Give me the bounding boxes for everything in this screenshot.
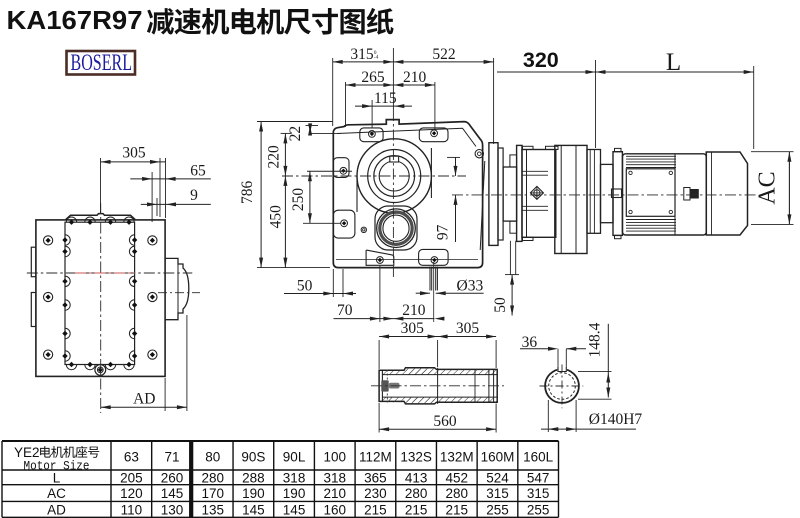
svg-text:115: 115 — [374, 90, 397, 107]
svg-text:Ø33: Ø33 — [457, 277, 484, 294]
svg-text:547: 547 — [527, 470, 550, 485]
svg-text:288: 288 — [242, 470, 265, 485]
svg-text:KA167R97: KA167R97 — [7, 7, 143, 35]
svg-text:AC: AC — [47, 486, 66, 501]
svg-text:305: 305 — [456, 320, 480, 337]
svg-text:148.4: 148.4 — [587, 322, 604, 357]
svg-text:160L: 160L — [523, 449, 554, 464]
svg-text:215: 215 — [446, 502, 469, 517]
svg-text:9: 9 — [190, 187, 198, 204]
svg-text:130: 130 — [161, 502, 184, 517]
svg-text:90S: 90S — [241, 449, 265, 464]
svg-text:260: 260 — [161, 470, 184, 485]
svg-text:190: 190 — [242, 486, 265, 501]
svg-text:70: 70 — [337, 302, 353, 319]
svg-text:145: 145 — [242, 502, 265, 517]
svg-text:522: 522 — [432, 46, 455, 63]
svg-text:145: 145 — [161, 486, 184, 501]
svg-text:786: 786 — [239, 181, 256, 205]
svg-text:280: 280 — [446, 486, 469, 501]
svg-text:315: 315 — [350, 46, 374, 63]
svg-text:305: 305 — [401, 320, 425, 337]
svg-text:265: 265 — [361, 69, 385, 86]
svg-text:L: L — [53, 470, 61, 485]
svg-text:315: 315 — [527, 486, 550, 501]
svg-text:318: 318 — [283, 470, 306, 485]
svg-text:AD: AD — [47, 502, 66, 517]
svg-text:Ø140H7: Ø140H7 — [589, 411, 643, 428]
svg-text:413: 413 — [405, 470, 428, 485]
svg-text:0: 0 — [374, 50, 377, 56]
svg-text:318: 318 — [323, 470, 346, 485]
svg-text:160: 160 — [323, 502, 346, 517]
svg-text:YE2: YE2 — [14, 445, 40, 460]
svg-text:365: 365 — [364, 470, 387, 485]
svg-text:36: 36 — [522, 334, 538, 351]
svg-text:Motor Size: Motor Size — [24, 459, 90, 473]
svg-text:80: 80 — [205, 449, 220, 464]
svg-text:L: L — [666, 49, 681, 76]
svg-text:210: 210 — [402, 302, 426, 319]
svg-text:90L: 90L — [283, 449, 306, 464]
svg-text:210: 210 — [323, 486, 346, 501]
svg-text:255: 255 — [486, 502, 509, 517]
svg-text:22: 22 — [287, 126, 304, 142]
svg-text:215: 215 — [405, 502, 428, 517]
svg-text:190: 190 — [283, 486, 306, 501]
svg-text:100: 100 — [323, 449, 346, 464]
svg-text:250: 250 — [290, 188, 307, 212]
svg-text:65: 65 — [190, 163, 206, 180]
svg-text:160M: 160M — [481, 449, 515, 464]
svg-text:280: 280 — [201, 470, 224, 485]
svg-text:97: 97 — [434, 224, 451, 240]
svg-text:112M: 112M — [359, 449, 392, 464]
svg-text:132M: 132M — [440, 449, 474, 464]
svg-text:135: 135 — [201, 502, 224, 517]
svg-text:320: 320 — [523, 48, 559, 72]
svg-text:230: 230 — [364, 486, 387, 501]
svg-text:-4: -4 — [374, 55, 379, 61]
svg-text:50: 50 — [297, 277, 313, 294]
svg-text:145: 145 — [283, 502, 306, 517]
svg-text:50: 50 — [492, 297, 509, 313]
svg-text:450: 450 — [268, 205, 285, 229]
svg-text:220: 220 — [266, 145, 283, 169]
svg-text:524: 524 — [486, 470, 509, 485]
svg-text:120: 120 — [120, 486, 143, 501]
svg-text:210: 210 — [403, 69, 427, 86]
svg-text:71: 71 — [165, 449, 180, 464]
svg-text:170: 170 — [201, 486, 224, 501]
svg-text:215: 215 — [364, 502, 387, 517]
svg-text:305: 305 — [122, 144, 146, 161]
svg-text:AD: AD — [133, 390, 155, 407]
svg-text:BOSERL: BOSERL — [71, 50, 133, 75]
svg-text:560: 560 — [433, 413, 457, 430]
svg-text:110: 110 — [121, 502, 143, 517]
svg-text:132S: 132S — [400, 449, 432, 464]
svg-text:452: 452 — [446, 470, 469, 485]
svg-text:205: 205 — [120, 470, 143, 485]
svg-text:315: 315 — [486, 486, 509, 501]
svg-text:255: 255 — [527, 502, 550, 517]
svg-text:63: 63 — [124, 449, 139, 464]
svg-text:280: 280 — [405, 486, 428, 501]
svg-text:AC: AC — [755, 171, 781, 204]
